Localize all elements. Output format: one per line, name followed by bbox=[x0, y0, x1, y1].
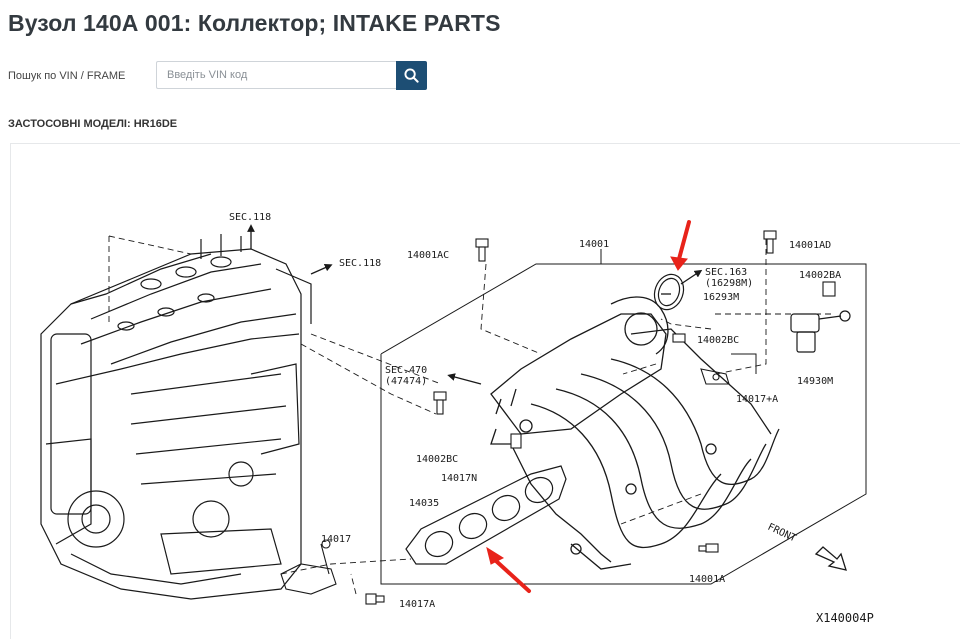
bracket-14017-drawing bbox=[280, 539, 337, 595]
diagram-code: X140004P bbox=[816, 611, 874, 625]
label-14017-plus-a: 14017+A bbox=[736, 394, 778, 405]
label-14001a: 14001A bbox=[689, 574, 725, 585]
search-icon bbox=[404, 68, 419, 83]
label-sec118-right: SEC.118 bbox=[339, 258, 381, 269]
label-14017: 14017 bbox=[321, 534, 351, 545]
red-arrow-o-ring bbox=[670, 220, 691, 271]
label-14017n: 14017N bbox=[441, 473, 477, 484]
label-14930m: 14930M bbox=[797, 376, 833, 387]
diagram-labels: SEC.118 SEC.118 14001AC 14001 14001AD SE… bbox=[229, 212, 874, 625]
label-14001ad: 14001AD bbox=[789, 240, 831, 251]
label-14017a: 14017A bbox=[399, 599, 435, 610]
assembly-frame bbox=[380, 249, 867, 585]
label-14035: 14035 bbox=[409, 498, 439, 509]
leader-lines bbox=[108, 235, 831, 595]
red-arrow-gasket bbox=[486, 546, 531, 593]
label-16293m: 16293M bbox=[703, 292, 739, 303]
vin-search-button[interactable] bbox=[396, 61, 427, 90]
bolt-drawings bbox=[365, 230, 836, 605]
applicable-models: ЗАСТОСОВНІ МОДЕЛІ: HR16DE bbox=[8, 118, 178, 130]
label-sec470-sub: (47474) bbox=[385, 376, 427, 387]
label-sec470: SEC.470 bbox=[385, 365, 427, 376]
label-14001ac: 14001AC bbox=[407, 250, 449, 261]
o-ring-16293m-drawing bbox=[653, 273, 685, 311]
label-14001: 14001 bbox=[579, 239, 609, 250]
label-14002ba: 14002BA bbox=[799, 270, 841, 281]
intake-manifold-drawing bbox=[490, 296, 780, 570]
parts-diagram: SEC.118 SEC.118 14001AC 14001 14001AD SE… bbox=[10, 143, 960, 639]
sensor-14930m-drawing bbox=[790, 310, 851, 353]
label-sec163-sub: (16298M) bbox=[705, 278, 753, 289]
label-sec163: SEC.163 bbox=[705, 267, 747, 278]
parts-diagram-svg: SEC.118 SEC.118 14001AC 14001 14001AD SE… bbox=[40, 212, 874, 625]
front-direction-arrow bbox=[814, 546, 847, 571]
bracket-14017a-drawing bbox=[700, 368, 730, 385]
sec-arrows bbox=[247, 224, 703, 385]
page-title: Вузол 140А 001: Коллектор; INTAKE PARTS bbox=[8, 10, 501, 36]
label-sec118-top: SEC.118 bbox=[229, 212, 271, 223]
gasket-14035-drawing bbox=[405, 465, 567, 565]
engine-block-drawing bbox=[40, 234, 312, 600]
label-14002bc-right: 14002BC bbox=[697, 335, 739, 346]
vin-search-input[interactable] bbox=[156, 61, 396, 89]
label-14002bc-left: 14002BC bbox=[416, 454, 458, 465]
vin-search-label: Пошук по VIN / FRAME bbox=[8, 70, 126, 82]
label-front: FRONT bbox=[766, 522, 798, 545]
highlight-arrows bbox=[486, 220, 691, 593]
